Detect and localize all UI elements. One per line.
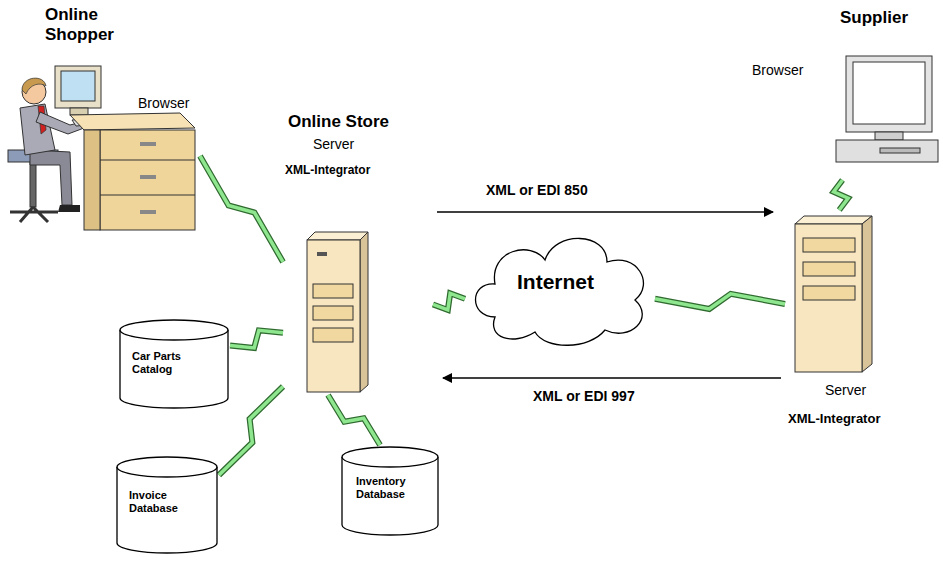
link-outline	[230, 330, 283, 348]
node-label: Server	[825, 382, 866, 398]
cloud-path	[476, 238, 644, 345]
node-label: Inventory Database	[356, 475, 428, 500]
link-outline	[328, 395, 380, 445]
node-label: Online Shopper	[45, 5, 140, 44]
link-core	[433, 293, 465, 310]
shopper-figure-part	[10, 207, 58, 222]
store-server-tower-part	[313, 284, 353, 298]
shopper-figure-part	[70, 113, 195, 130]
shopper-figure-part	[58, 205, 80, 212]
store-server-tower-part	[360, 232, 368, 392]
message-arrow	[443, 378, 781, 379]
supplier-monitor-part	[853, 62, 925, 124]
cylinder-top	[120, 320, 228, 340]
cylinder-body	[117, 467, 217, 553]
message-arrow	[437, 212, 773, 213]
shopper-figure-part	[140, 210, 156, 214]
arrow-line	[437, 211, 773, 213]
supplier-server-tower-part	[803, 262, 855, 276]
arrow-label: XML or EDI 997	[530, 388, 638, 404]
supplier-server-tower-part	[795, 216, 872, 224]
shopper-figure-part	[20, 104, 55, 155]
supplier-computer: SupplierBrowser	[745, 0, 940, 180]
node-label: Internet	[517, 270, 594, 294]
shopper-figure-part	[84, 130, 100, 230]
node-label: XML-Integrator	[285, 164, 370, 178]
link-outline	[655, 294, 785, 309]
store-server-tower	[307, 232, 368, 392]
database-cylinder: Invoice Database	[115, 455, 219, 555]
supplier-server: ServerXML-Integrator	[785, 210, 940, 445]
node-label: XML-Integrator	[788, 412, 880, 427]
database-cylinder: Inventory Database	[340, 445, 440, 537]
node-label: Supplier	[840, 8, 908, 28]
link-core	[834, 180, 848, 210]
shopper-figure-part	[70, 108, 88, 115]
node-label: Car Parts Catalog	[132, 350, 212, 375]
cylinder-body	[342, 457, 438, 535]
network-link	[433, 293, 465, 310]
shopper-figure-part	[140, 175, 156, 179]
supplier-server-tower-part	[795, 224, 862, 372]
network-link	[200, 156, 283, 262]
network-link	[328, 395, 380, 445]
shopper-figure-part	[55, 66, 101, 108]
shopper-figure	[8, 66, 195, 230]
link-outline	[219, 387, 283, 475]
arrow-line	[443, 377, 781, 379]
link-core	[230, 330, 283, 348]
shopper-figure-part	[140, 142, 156, 146]
supplier-monitor	[836, 56, 938, 162]
cylinder-body	[120, 330, 228, 408]
database-cylinder: Car Parts Catalog	[118, 318, 230, 410]
supplier-monitor-part	[875, 132, 903, 140]
shopper-figure-part	[22, 78, 46, 94]
shopper-station: Online ShopperBrowser	[0, 0, 200, 240]
store-server-tower-part	[317, 252, 327, 256]
store-server-tower-part	[313, 306, 353, 320]
shopper-figure-part	[61, 71, 95, 101]
node-label: Invoice Database	[129, 489, 204, 514]
link-core	[655, 294, 785, 309]
store-server: Online StoreServerXML-Integrator	[283, 112, 433, 395]
supplier-server-tower-part	[803, 286, 855, 300]
store-server-tower-part	[307, 240, 360, 392]
node-label: Browser	[138, 95, 189, 111]
network-link	[219, 387, 283, 475]
link-core	[219, 387, 283, 475]
store-server-tower-part	[313, 328, 353, 342]
store-server-tower-part	[307, 232, 368, 240]
link-core	[328, 395, 380, 445]
link-outline	[433, 293, 465, 310]
link-core	[200, 156, 283, 262]
supplier-monitor-part	[880, 148, 920, 153]
shopper-figure-part	[30, 150, 72, 205]
supplier-monitor-part	[836, 140, 938, 162]
shopper-figure-part	[30, 162, 36, 207]
supplier-monitor-part	[846, 56, 932, 132]
network-link	[230, 330, 283, 348]
node-label: Browser	[752, 62, 803, 78]
cylinder-top	[117, 457, 217, 477]
cylinder-top	[342, 447, 438, 467]
arrow-label: XML or EDI 850	[483, 182, 591, 198]
network-link	[655, 294, 785, 309]
shopper-figure-part	[100, 130, 195, 230]
link-outline	[200, 156, 283, 262]
link-outline	[834, 180, 848, 210]
network-link	[834, 180, 848, 210]
supplier-server-tower-part	[803, 238, 855, 252]
shopper-figure-part	[100, 160, 195, 195]
node-label: Server	[313, 136, 354, 152]
supplier-server-tower	[795, 216, 872, 372]
internet-cloud: Internet	[465, 222, 655, 350]
supplier-server-tower-part	[862, 216, 872, 372]
node-label: Online Store	[288, 112, 389, 132]
